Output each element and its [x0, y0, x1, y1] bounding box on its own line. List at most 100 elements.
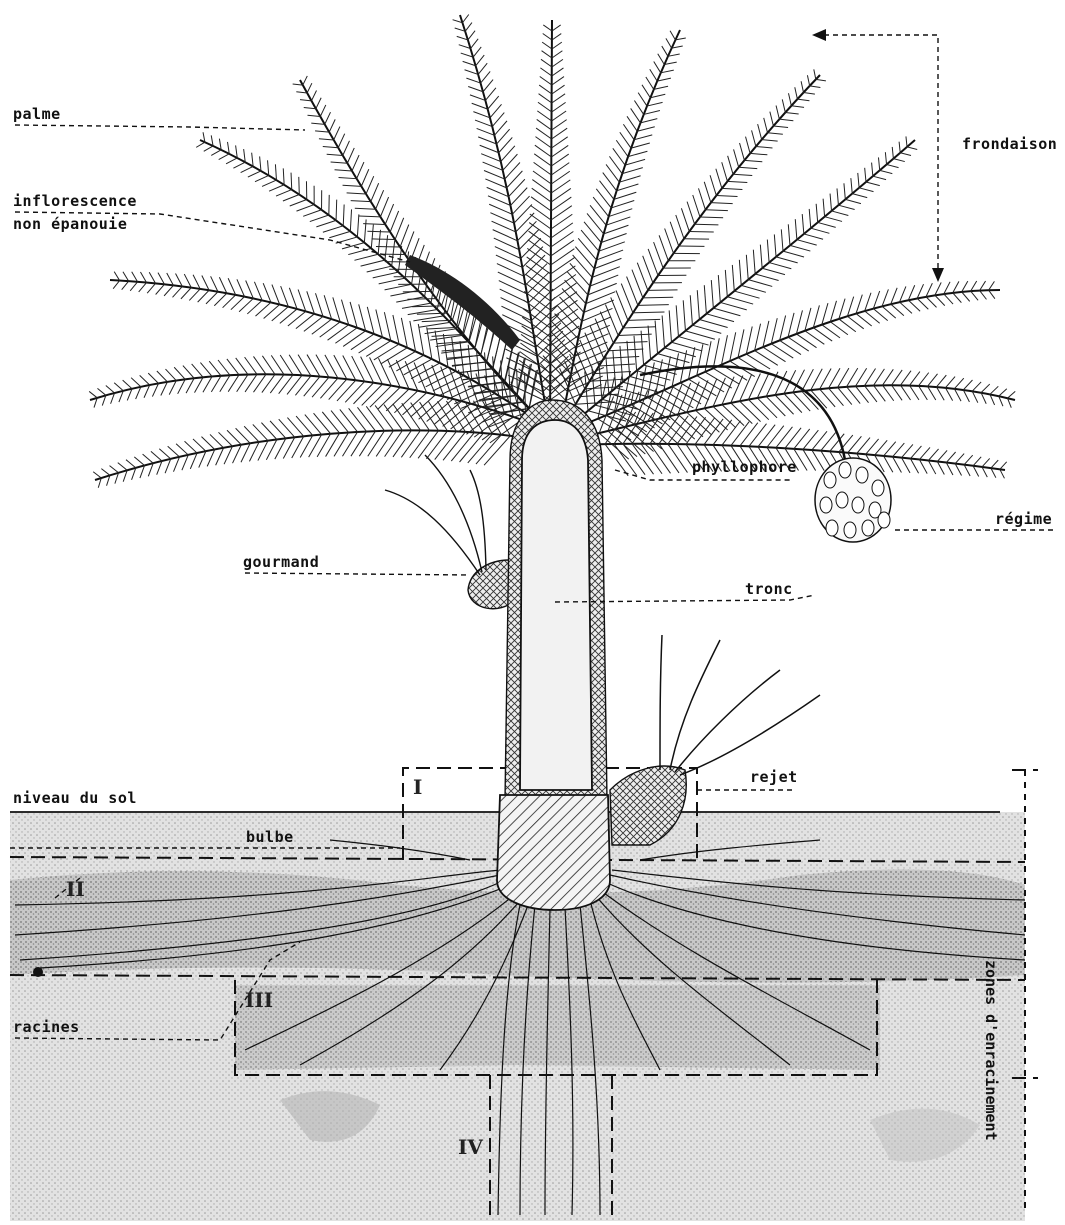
leaflet	[825, 217, 842, 222]
leaflet	[642, 85, 650, 98]
leaflet	[552, 25, 561, 31]
leaflet	[443, 404, 471, 427]
leaflet	[323, 226, 343, 232]
leaflet	[246, 281, 254, 299]
leaflet	[300, 100, 311, 101]
leaflet	[801, 81, 803, 92]
leaflet	[795, 87, 798, 99]
leaflet	[551, 197, 571, 211]
leaflet	[814, 69, 816, 79]
leaflet	[991, 460, 998, 468]
leaflet	[706, 314, 734, 322]
leaflet	[315, 131, 329, 132]
leaflet	[552, 128, 568, 139]
leaflet	[359, 431, 375, 456]
leaflet	[928, 449, 938, 461]
leaflet	[908, 300, 920, 311]
leaflet	[304, 316, 323, 331]
leaflet	[779, 119, 793, 121]
leaflet	[972, 382, 981, 391]
leaflet	[796, 334, 816, 348]
leaflet	[488, 96, 499, 109]
leaflet	[499, 281, 527, 294]
leaflet	[312, 319, 332, 334]
leaflet	[366, 406, 384, 430]
leaflet	[279, 375, 293, 394]
leaflet	[936, 387, 944, 400]
leaflet	[902, 458, 910, 473]
leaflet	[764, 118, 768, 133]
leaflet	[304, 107, 316, 108]
leaflet	[762, 268, 785, 274]
leaflet	[891, 288, 897, 304]
leaflet	[821, 433, 836, 451]
leaflet	[928, 461, 935, 475]
leaflet	[892, 385, 903, 400]
leaflet	[658, 54, 665, 65]
leaflet	[320, 322, 340, 337]
leaflet	[329, 231, 350, 237]
leaflet	[333, 297, 340, 321]
leaflet	[363, 224, 385, 225]
leaflet	[551, 266, 576, 283]
leaflet	[309, 435, 322, 458]
leaflet	[483, 80, 493, 92]
leaflet	[296, 314, 315, 329]
leaflet	[776, 105, 779, 119]
leaflet	[249, 442, 259, 461]
leaflet	[385, 430, 403, 456]
leaflet	[550, 283, 576, 301]
leaflet	[908, 285, 914, 300]
leaflet	[343, 204, 344, 225]
leaflet	[176, 444, 188, 455]
leaflet	[345, 381, 364, 402]
leaflet	[193, 439, 206, 451]
leaflet	[634, 101, 643, 115]
leaflet	[907, 147, 917, 150]
leaflet	[680, 350, 686, 383]
leaflet	[611, 200, 634, 207]
leaflet	[631, 108, 641, 122]
leaflet	[692, 325, 721, 333]
leaflet	[196, 142, 205, 147]
label-bulbe: bulbe	[246, 828, 294, 846]
leaflet	[883, 385, 894, 401]
leaflet	[847, 368, 858, 387]
leaflet	[552, 85, 565, 94]
leaflet	[651, 359, 683, 368]
leaflet	[650, 69, 657, 81]
leaflet	[487, 187, 509, 196]
leaflet	[532, 188, 551, 202]
leaflet	[664, 356, 671, 390]
leaflet	[776, 257, 798, 263]
leaflet	[134, 457, 144, 466]
leaflet	[628, 151, 647, 156]
leaflet	[258, 441, 268, 461]
leaflet	[740, 143, 745, 160]
leaflet	[893, 159, 904, 162]
leaflet	[697, 344, 703, 375]
leaflet	[218, 432, 232, 446]
leaflet	[794, 429, 810, 449]
leaflet	[343, 141, 350, 156]
leaflet	[758, 124, 762, 140]
leaflet	[552, 137, 568, 148]
leaflet	[613, 148, 625, 165]
leaflet	[339, 177, 357, 178]
leaflet	[654, 61, 661, 72]
leaflet	[539, 85, 552, 94]
leaflet	[320, 378, 337, 398]
leaflet	[551, 145, 568, 157]
leaflet	[954, 389, 961, 401]
leaflet	[677, 417, 697, 445]
leaflet	[468, 31, 475, 40]
leaflet	[193, 275, 200, 289]
leaflet	[829, 368, 840, 388]
leaflet	[784, 394, 802, 413]
label-zones-enracinement: zones d'enracinement	[982, 960, 1000, 1141]
leaflet	[810, 86, 821, 88]
leaflet	[906, 136, 907, 146]
leaflet	[652, 420, 679, 444]
leaflet	[543, 25, 552, 31]
leaflet	[788, 313, 794, 337]
